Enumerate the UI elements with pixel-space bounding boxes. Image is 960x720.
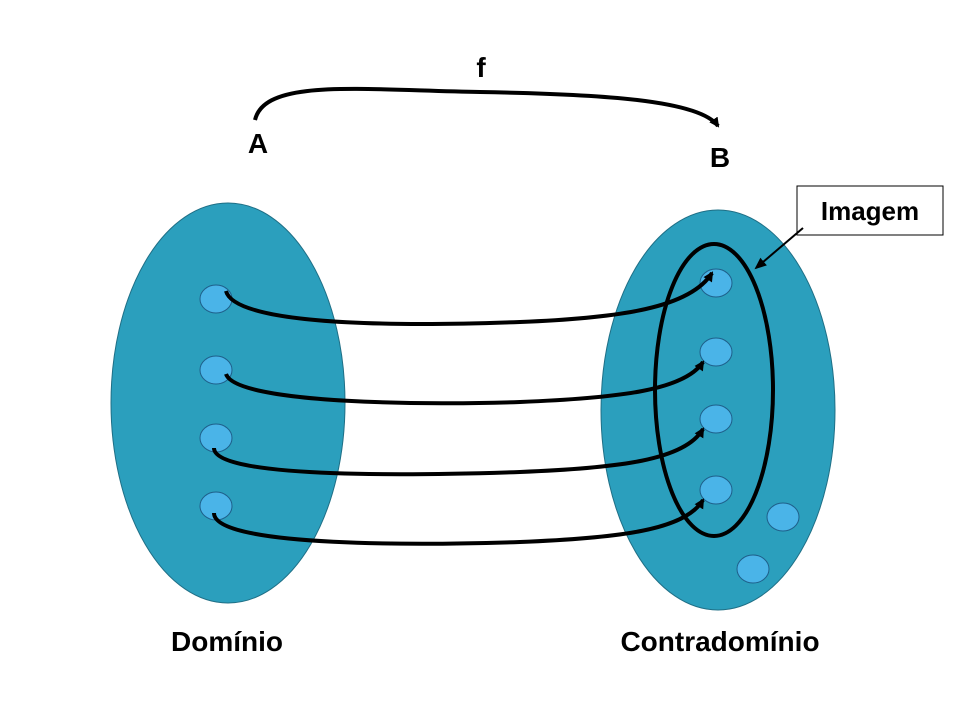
mapping-arrow	[212, 498, 705, 546]
codomain-element	[736, 554, 770, 584]
codomain-element	[699, 404, 733, 434]
function-label: f	[476, 52, 486, 83]
codomain-label: Contradomínio	[620, 626, 819, 657]
codomain-element	[699, 475, 733, 505]
mapping-arrow	[224, 360, 705, 406]
set-a-label: A	[248, 128, 268, 159]
domain-element	[199, 423, 233, 453]
image-callout-box	[796, 185, 944, 236]
mapping-arrow	[224, 271, 714, 326]
mapping-arrow	[212, 427, 705, 477]
domain-element	[199, 355, 233, 385]
domain-element	[199, 284, 233, 314]
image-pointer-arrow	[754, 227, 804, 270]
set-b-label: B	[710, 142, 730, 173]
codomain-element	[699, 337, 733, 367]
codomain-element	[766, 502, 800, 532]
domain-set	[110, 202, 346, 604]
image-callout-label: Imagem	[821, 196, 919, 226]
domain-label: Domínio	[171, 626, 283, 657]
function-arrow	[253, 86, 720, 128]
